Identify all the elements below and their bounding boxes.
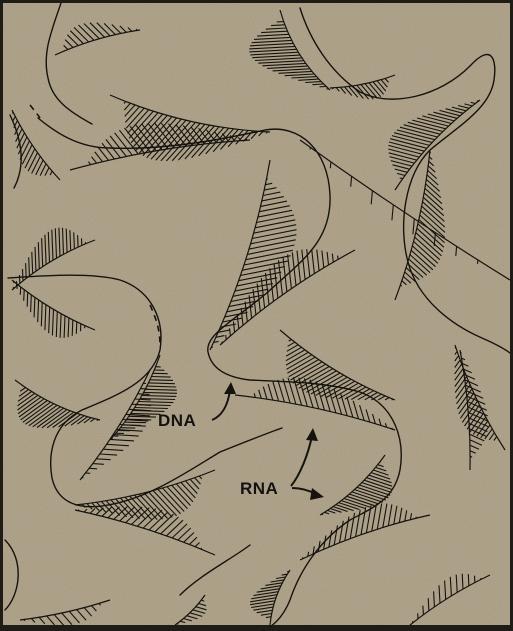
rna-hatch-line	[430, 152, 431, 153]
rna-hatch-line	[428, 598, 429, 611]
rna-hatch-line	[78, 510, 79, 511]
rna-label: RNA	[240, 479, 278, 498]
rna-hatch-line	[31, 295, 32, 312]
rna-hatch-line	[201, 548, 202, 549]
rna-hatch-line	[24, 290, 25, 301]
rna-hatch-line	[332, 88, 333, 89]
rna-hatch-line	[461, 353, 462, 354]
rna-hatch-line	[468, 574, 469, 586]
rna-hatch-line	[29, 257, 30, 276]
rna-hatch-line	[74, 232, 75, 248]
rna-hatch-line	[152, 377, 171, 378]
rna-hatch-line	[423, 606, 424, 615]
rna-hatch-line	[226, 335, 227, 340]
rna-hatch-line	[392, 399, 393, 400]
rna-hatch-line	[26, 263, 27, 278]
rna-hatch-line	[93, 464, 104, 465]
rna-hatch-line	[150, 380, 173, 381]
rna-hatch-line	[72, 320, 73, 336]
rna-hatch-line	[23, 269, 24, 281]
rna-hatch-line	[141, 389, 148, 390]
rna-hatch-line	[125, 422, 146, 423]
rna-hatch-line	[27, 292, 28, 306]
rna-hatch-line	[12, 112, 13, 113]
rna-hatch-line	[338, 256, 339, 260]
rna-hatch-line	[89, 468, 97, 469]
rna-hatch-line	[76, 322, 77, 334]
rna-hatch-line	[78, 235, 79, 247]
rna-hatch-line	[455, 347, 456, 348]
rna-hatch-line	[400, 178, 403, 179]
rna-hatch-line	[77, 505, 78, 506]
rna-hatch-line	[330, 162, 331, 168]
rna-hatch-line	[22, 385, 23, 386]
dna-label: DNA	[158, 411, 196, 430]
rna-hatch-line	[470, 456, 472, 457]
rna-hatch-line	[322, 514, 324, 515]
rna-hatch-line	[246, 139, 247, 140]
rna-hatch-line	[312, 84, 323, 85]
